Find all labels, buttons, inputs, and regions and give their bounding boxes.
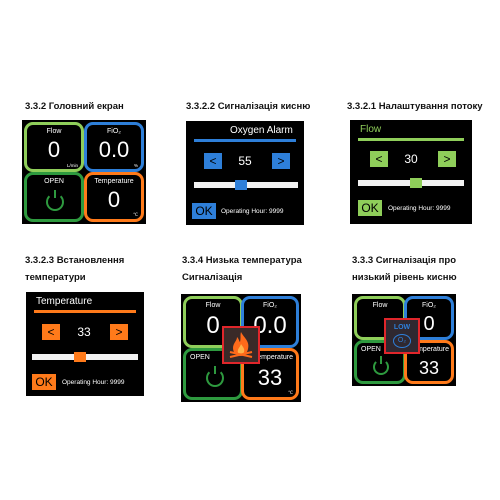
temperature-setting-value: 33: [77, 325, 91, 339]
title-bar: [358, 138, 464, 141]
caption-low-oxygen: 3.3.3 Сигналізація про низький рівень ки…: [352, 252, 457, 286]
temperature-setting-title: Temperature: [36, 296, 93, 307]
fio2-tile[interactable]: FiO₂ 0.0: [241, 296, 299, 348]
temperature-label: Temperature: [253, 354, 293, 361]
flow-unit: L/min: [66, 163, 78, 168]
caption-temp-setting: 3.3.2.3 Встановлення температури: [25, 252, 124, 286]
increase-button[interactable]: >: [272, 153, 290, 169]
fio2-label: FiO₂: [422, 302, 436, 309]
temperature-unit: ℃: [287, 390, 293, 395]
open-label: OPEN: [190, 354, 210, 361]
temperature-setting-screen: Temperature < 33 > OK Operating Hour: 99…: [26, 292, 144, 396]
power-icon: [206, 366, 224, 387]
flow-value: 0: [47, 137, 61, 162]
fio2-label: FiO₂: [107, 128, 121, 135]
increase-button[interactable]: >: [438, 151, 456, 167]
low-temperature-alarm-popup[interactable]: [222, 326, 260, 364]
decrease-button[interactable]: <: [42, 324, 60, 340]
ok-button[interactable]: OK: [358, 200, 382, 216]
temperature-tile[interactable]: Temperature 33 ℃: [241, 348, 299, 400]
flow-tile[interactable]: Flow 0 L/min: [24, 122, 84, 172]
decrease-button[interactable]: <: [204, 153, 222, 169]
caption-flow-setting: 3.3.2.1 Налаштування потоку: [347, 101, 483, 112]
low-oxygen-alarm-popup[interactable]: LOW O₂: [384, 318, 420, 354]
flow-setting-title: Flow: [360, 124, 382, 135]
caption-line: температури: [25, 272, 86, 283]
oxygen-alarm-screen: Oxygen Alarm < 55 > OK Operating Hour: 9…: [186, 121, 304, 225]
temperature-tile[interactable]: Temperature 33: [404, 340, 454, 384]
caption-line: 3.3.2.3 Встановлення: [25, 255, 125, 266]
main-screen: Flow 0 L/min FiO₂ 0.0 % OPEN Temperature…: [22, 120, 146, 224]
flow-setting-screen: Flow < 30 > OK Operating Hour: 9999: [350, 120, 472, 224]
caption-line: 3.3.3 Сигналізація про: [352, 255, 457, 266]
power-icon: [46, 190, 64, 211]
o2-symbol: O₂: [393, 334, 411, 348]
temperature-tile[interactable]: Temperature 0 ℃: [84, 172, 144, 222]
operating-hours: Operating Hour: 9999: [388, 205, 451, 212]
ok-button[interactable]: OK: [32, 374, 56, 390]
flow-setting-value: 30: [404, 152, 418, 166]
title-bar: [194, 139, 296, 142]
oxygen-alarm-icon: LOW O₂: [391, 324, 413, 348]
caption-line: Сигналізація: [182, 272, 243, 283]
caption-line: 3.3.4 Низька температура: [182, 255, 302, 266]
low-label: LOW: [393, 324, 411, 331]
open-label: OPEN: [44, 178, 64, 185]
ok-button[interactable]: OK: [192, 203, 216, 219]
low-oxygen-alarm-screen: Flow FiO₂ 0 OPEN Temperature 33 LOW O₂: [352, 294, 456, 386]
operating-hours: Operating Hour: 9999: [221, 208, 284, 215]
oxygen-alarm-title: Oxygen Alarm: [230, 125, 293, 136]
slider-thumb[interactable]: [409, 178, 422, 188]
temperature-value: 33: [257, 365, 283, 390]
slider-thumb[interactable]: [235, 180, 248, 190]
caption-line: низький рівень кисню: [352, 272, 457, 283]
temperature-label: Temperature: [94, 178, 134, 185]
flow-label: Flow: [372, 302, 388, 309]
open-label: OPEN: [361, 346, 381, 353]
caption-main-screen: 3.3.2 Головний екран: [25, 101, 124, 112]
flow-value: 0: [206, 312, 220, 339]
temperature-unit: ℃: [132, 212, 138, 217]
open-tile[interactable]: OPEN: [24, 172, 84, 222]
temperature-label: Temperature: [409, 346, 449, 353]
temperature-value: 0: [107, 187, 121, 212]
flame-icon: [229, 332, 253, 358]
decrease-button[interactable]: <: [370, 151, 388, 167]
flow-label: Flow: [46, 128, 62, 135]
caption-low-temp: 3.3.4 Низька температура Сигналізація: [182, 252, 302, 286]
increase-button[interactable]: >: [110, 324, 128, 340]
fio2-value: 0.0: [98, 137, 130, 162]
fio2-label: FiO₂: [263, 302, 277, 309]
oxygen-alarm-value: 55: [238, 154, 252, 168]
power-icon: [373, 356, 389, 375]
slider-thumb[interactable]: [74, 352, 87, 362]
title-bar: [34, 310, 136, 313]
fio2-unit: %: [133, 163, 138, 168]
fio2-tile[interactable]: FiO₂ 0.0 %: [84, 122, 144, 172]
flow-label: Flow: [205, 302, 221, 309]
fio2-value: 0: [423, 313, 435, 335]
temperature-value: 33: [418, 358, 440, 378]
caption-oxygen-alarm: 3.3.2.2 Сигналізація кисню: [186, 101, 311, 112]
low-temperature-alarm-screen: Flow 0 FiO₂ 0.0 OPEN Temperature 33 ℃: [181, 294, 301, 402]
operating-hours: Operating Hour: 9999: [62, 379, 125, 386]
